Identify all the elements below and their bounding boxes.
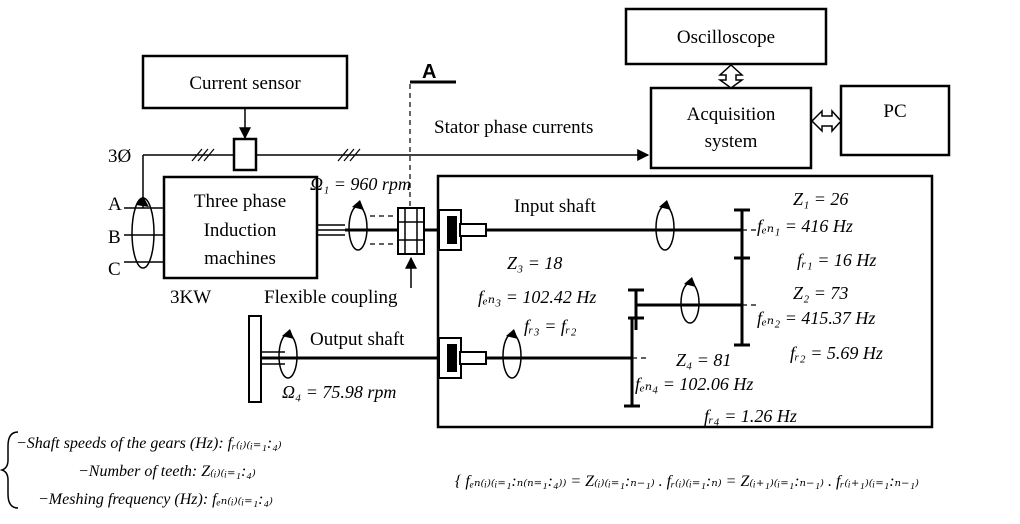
phase-wires [124, 155, 164, 269]
fr1-label: fᵣ₁ = 16 Hz [797, 250, 876, 270]
input-bearing [438, 209, 487, 251]
three-phase-label: 3Ø [108, 146, 131, 167]
oscilloscope-acquisition-double-arrow-icon [717, 63, 745, 89]
sensor-clamp [232, 137, 258, 172]
fr2-label: fᵣ₂ = 5.69 Hz [790, 343, 883, 363]
phase-a-label: A [108, 194, 122, 215]
motor-shaft-and-coupling [317, 200, 445, 288]
acquisition-system-box: Acquisition system [649, 86, 813, 170]
omega4-label: Ω₄ = 75.98 rpm [282, 382, 396, 402]
legend-line3: −Meshing frequency (Hz): fₑₙ₍ᵢ₎₍ᵢ₌₁:₄₎ [38, 491, 273, 508]
fr4-label: fᵣ₄ = 1.26 Hz [704, 406, 797, 426]
acquisition-label-line2: system [705, 131, 758, 152]
output-load-disc [248, 315, 262, 403]
induction-motor-box: Three phase Induction machines [162, 175, 319, 280]
meshing-formula: { fₑₙ₍ᵢ₎₍ᵢ₌₁:ₙ₍ₙ₌₁:₄₎₎ = Z₍ᵢ₎₍ᵢ₌₁:ₙ₋₁₎ .… [455, 473, 919, 490]
fr3-label: fᵣ₃ = fᵣ₂ [524, 316, 577, 336]
acquisition-label-line1: Acquisition [687, 104, 776, 125]
oscilloscope-box: Oscilloscope [624, 7, 828, 66]
legend-line2: −Number of teeth: Z₍ᵢ₎₍ᵢ₌₁:₄₎ [78, 463, 256, 480]
pc-box: PC [839, 84, 951, 157]
section-a-marker: A [409, 61, 456, 210]
gearbox-housing [436, 174, 934, 429]
current-sensor-label: Current sensor [189, 73, 301, 94]
output-bearing [438, 337, 487, 379]
z2-label: Z₂ = 73 [793, 283, 848, 303]
stator-currents-label: Stator phase currents [434, 117, 593, 138]
phase-b-label: B [108, 227, 121, 248]
legend: −Shaft speeds of the gears (Hz): fᵣ₍ᵢ₎₍ᵢ… [0, 431, 282, 509]
motor-label-line1: Three phase [194, 191, 286, 212]
legend-line1: −Shaft speeds of the gears (Hz): fᵣ₍ᵢ₎₍ᵢ… [16, 435, 282, 452]
z4-label: Z₄ = 81 [676, 350, 731, 370]
output-shaft-rotation-icon-left [278, 333, 298, 379]
z1-label: Z₁ = 26 [793, 189, 848, 209]
pc-label: PC [883, 101, 906, 122]
output-shaft-label: Output shaft [310, 329, 405, 350]
flexible-coupling-label: Flexible coupling [264, 287, 398, 308]
motor-label-line2: Induction [204, 220, 277, 241]
section-a-label: A [422, 61, 436, 83]
acquisition-pc-double-arrow-icon [810, 109, 843, 133]
motor-label-line3: machines [204, 248, 276, 269]
z3-label: Z₃ = 18 [507, 253, 562, 273]
input-shaft-label: Input shaft [514, 196, 597, 217]
fen1-label: fₑₙ₁ = 416 Hz [757, 216, 853, 236]
omega1-label: Ω₁ = 960 rpm [310, 174, 411, 194]
phase-c-label: C [108, 259, 121, 280]
oscilloscope-label: Oscilloscope [677, 27, 775, 48]
fen2-label: fₑₙ₂ = 415.37 Hz [757, 308, 875, 328]
fen4-label: fₑₙ₄ = 102.06 Hz [635, 374, 753, 394]
current-sensor-box: Current sensor [141, 54, 349, 110]
fen3-label: fₑₙ₃ = 102.42 Hz [478, 287, 596, 307]
power-label: 3KW [170, 287, 211, 308]
three-phase-hatch-icon [191, 148, 361, 162]
